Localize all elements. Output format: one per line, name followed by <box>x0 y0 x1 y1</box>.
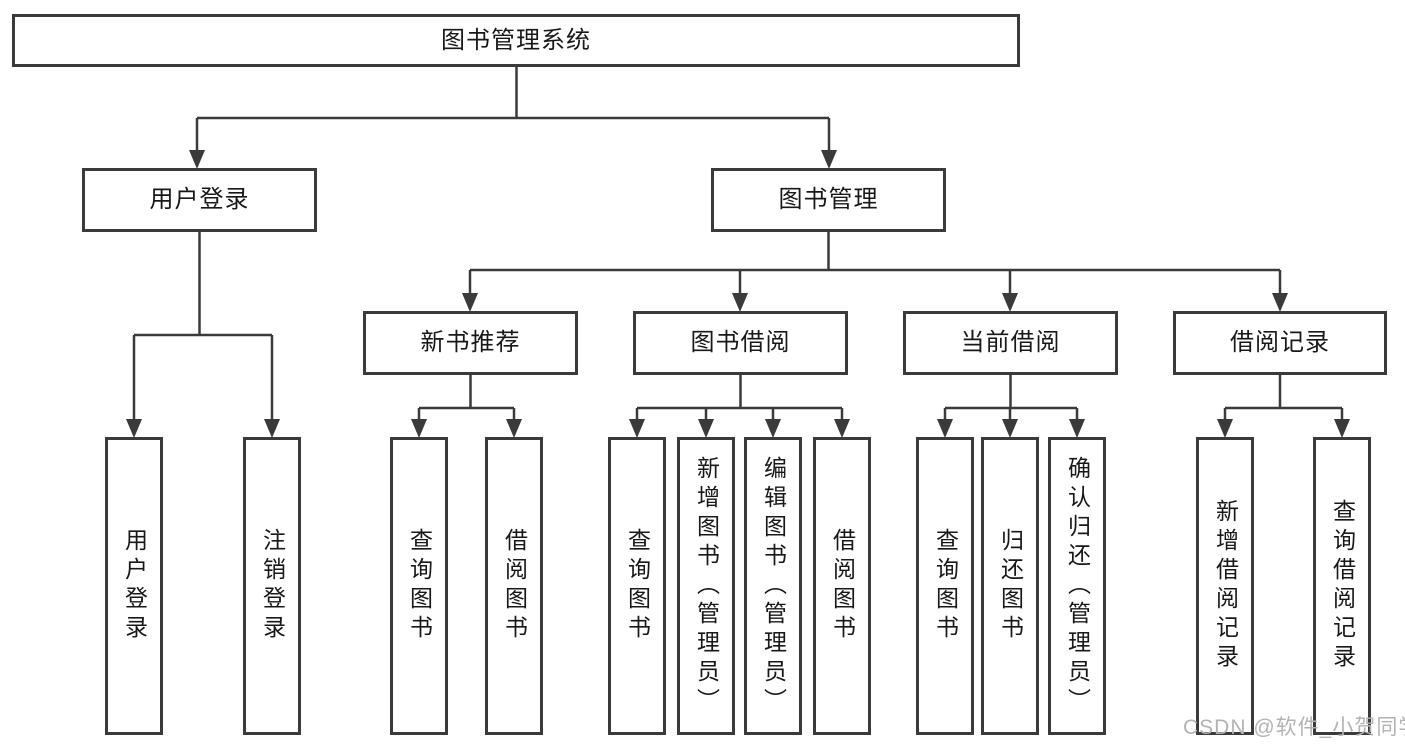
arrowhead <box>1002 419 1018 438</box>
csdn-watermark: CSDN @软件_小贺同学 <box>1183 716 1405 739</box>
arrowhead <box>732 293 748 312</box>
connector-paths <box>132 66 1344 421</box>
node-book-borrowing: 图书借阅 <box>633 311 848 375</box>
node-new-book-recommendation: 新书推荐 <box>363 311 578 375</box>
leaf-add-borrow-record: 新增借阅记录 <box>1196 437 1254 735</box>
arrowhead <box>189 150 205 169</box>
node-borrowing-records: 借阅记录 <box>1173 311 1387 375</box>
leaf-edit-book-admin: 编辑图书（管理员） <box>744 437 802 735</box>
leaf-query-books-current: 查询图书 <box>916 437 974 735</box>
leaf-query-borrow-record: 查询借阅记录 <box>1313 437 1371 735</box>
arrowhead <box>264 419 280 438</box>
leaf-borrow-books: 借阅图书 <box>813 437 871 735</box>
node-library-management-system: 图书管理系统 <box>12 14 1020 67</box>
arrowhead <box>462 293 478 312</box>
arrowhead <box>937 419 953 438</box>
arrowhead <box>1272 293 1288 312</box>
arrowhead <box>821 150 837 169</box>
arrowhead <box>411 419 427 438</box>
arrowhead <box>629 419 645 438</box>
leaf-logout: 注销登录 <box>243 437 301 735</box>
arrowhead <box>698 419 714 438</box>
leaf-query-books-recommend: 查询图书 <box>390 437 448 735</box>
leaf-user-login: 用户登录 <box>105 437 163 735</box>
node-book-management: 图书管理 <box>711 168 946 232</box>
leaf-confirm-return-admin: 确认归还（管理员） <box>1048 437 1106 735</box>
leaf-return-book: 归还图书 <box>981 437 1039 735</box>
leaf-add-book-admin: 新增图书（管理员） <box>677 437 735 735</box>
node-current-borrowing: 当前借阅 <box>903 311 1118 375</box>
leaf-borrow-books-recommend: 借阅图书 <box>485 437 543 735</box>
arrowhead <box>834 419 850 438</box>
node-user-login: 用户登录 <box>82 168 317 232</box>
arrowhead <box>506 419 522 438</box>
arrowhead <box>1069 419 1085 438</box>
arrowhead <box>1002 293 1018 312</box>
arrowhead <box>1217 419 1233 438</box>
arrowhead <box>1334 419 1350 438</box>
arrowhead <box>765 419 781 438</box>
arrowheads <box>126 150 1350 438</box>
leaf-query-books-borrow: 查询图书 <box>608 437 666 735</box>
arrowhead <box>126 419 142 438</box>
